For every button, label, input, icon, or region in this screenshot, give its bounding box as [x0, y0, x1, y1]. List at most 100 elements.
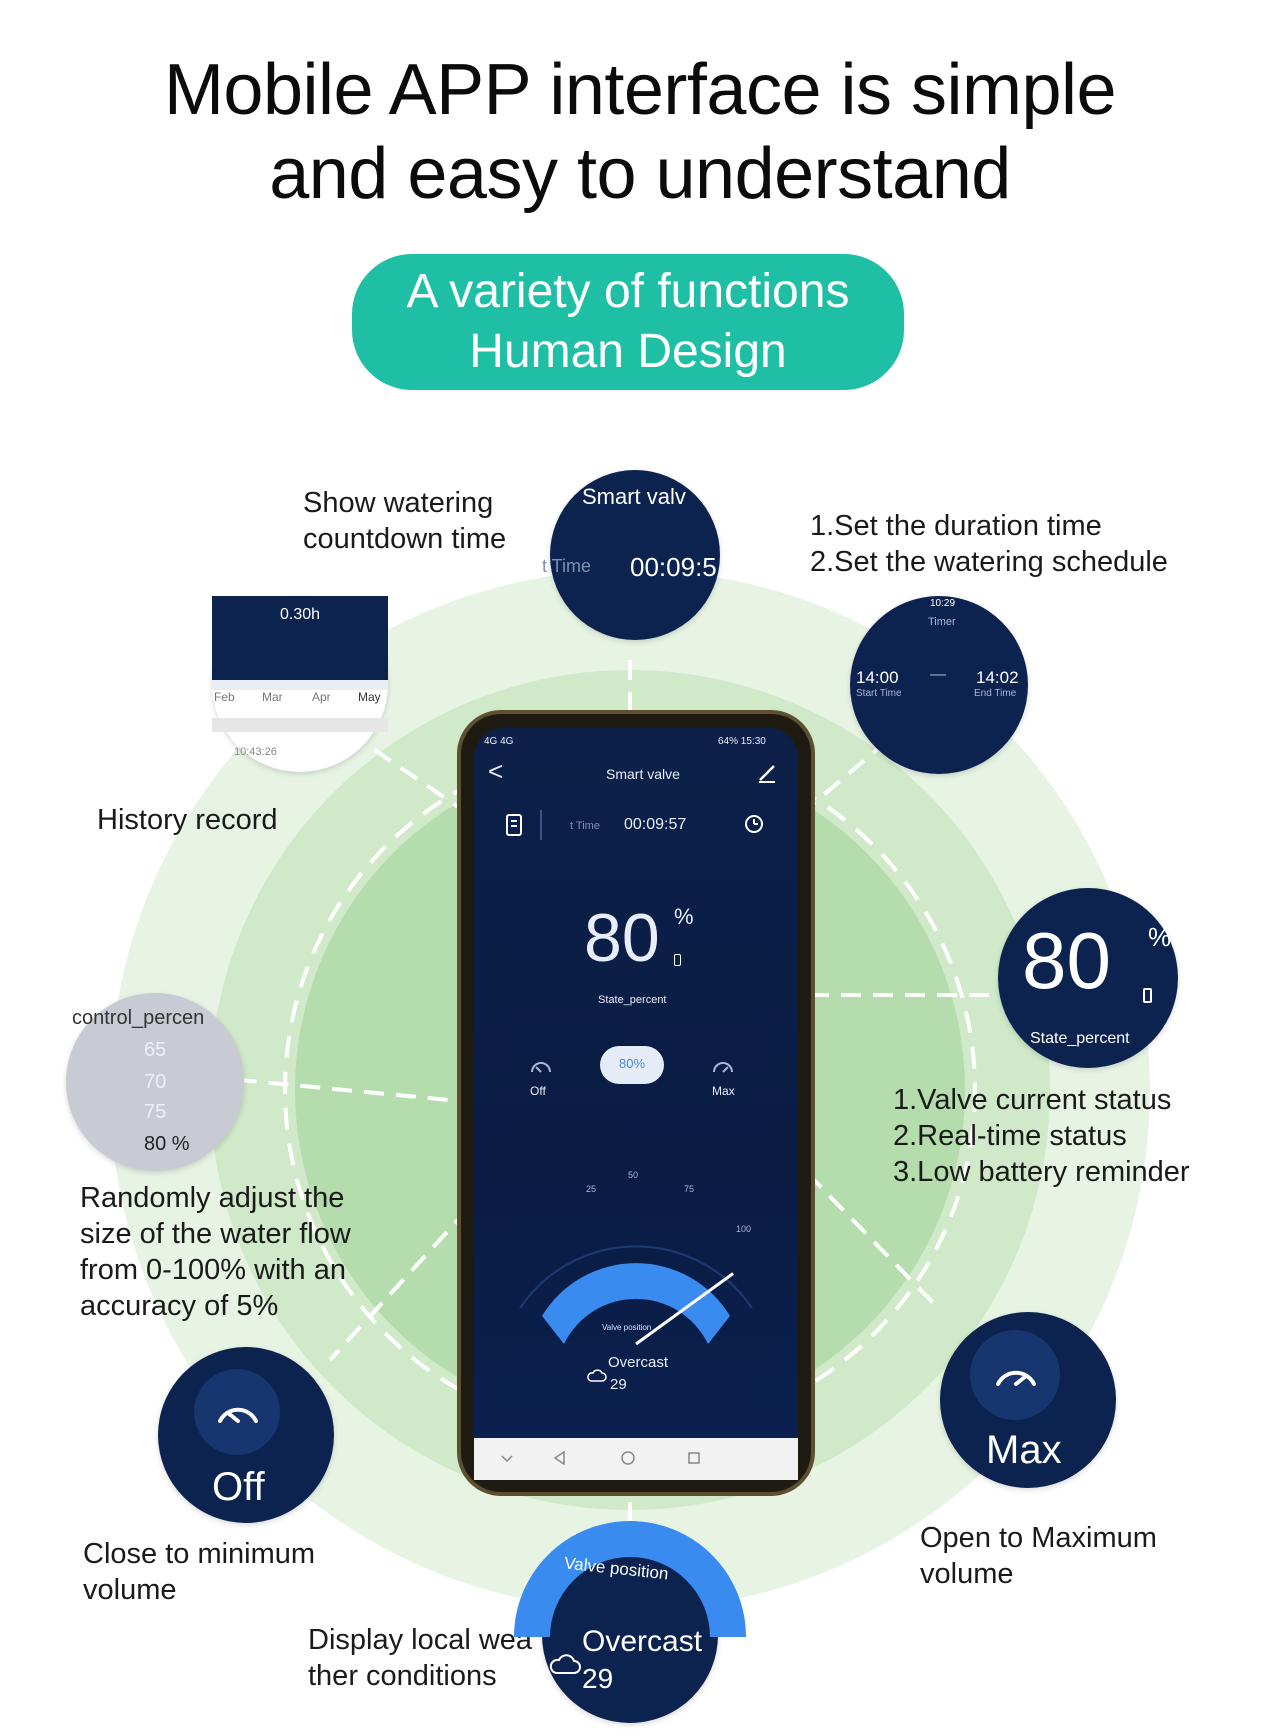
control-option-80[interactable]: 80 % — [144, 1133, 190, 1155]
control-option-70[interactable]: 70 — [144, 1071, 167, 1093]
countdown-bubble-time-label: t Time — [542, 556, 592, 576]
percent-bubble-unit: % — [1148, 922, 1172, 952]
label-flow-line-1: Randomly adjust the — [80, 1182, 345, 1214]
gauge-fill — [542, 1263, 730, 1344]
timer-end-time: 14:02 — [976, 668, 1019, 687]
label-countdown-line-1: Show watering — [303, 487, 494, 519]
history-month-3: Apr — [312, 690, 331, 704]
app-title: Smart valve — [606, 766, 680, 782]
phone-battery-icon — [674, 954, 681, 966]
label-open-line-1: Open to Maximum — [920, 1522, 1157, 1554]
timer-top: 10:29 — [930, 598, 956, 609]
label-schedule-line-2: 2.Set the watering schedule — [810, 546, 1168, 578]
gauge-tick-25: 25 — [586, 1184, 596, 1194]
nav-recents-icon[interactable] — [686, 1450, 702, 1466]
bubble-countdown: Smart valv t Time 00:09:5 — [542, 470, 720, 640]
percent-bubble-value: 80 — [1022, 916, 1111, 1005]
phone-weather-temp: 29 — [610, 1376, 627, 1393]
label-weather-line-2: ther conditions — [308, 1660, 497, 1692]
bubble-weather: Valve position Overcast 29 — [514, 1521, 746, 1723]
status-bar-right: 64% 15:30 — [718, 736, 766, 747]
label-weather-line-1: Display local wea — [308, 1624, 533, 1656]
label-schedule: 1.Set the duration time 2.Set the wateri… — [810, 508, 1168, 580]
history-month-2: Mar — [262, 690, 283, 704]
flow-selector-button[interactable]: 80% — [600, 1046, 664, 1084]
label-status: 1.Valve current status 2.Real-time statu… — [893, 1082, 1190, 1190]
weather-condition: Overcast — [582, 1625, 703, 1658]
gauge-tick-100: 100 — [736, 1224, 751, 1234]
label-weather: Display local wea ther conditions — [308, 1622, 532, 1694]
feature-pill: A variety of functions Human Design — [352, 254, 904, 390]
label-flow-line-2: size of the water flow — [80, 1218, 351, 1250]
edit-icon[interactable] — [756, 762, 778, 784]
state-percent-value: 80 — [584, 900, 660, 976]
history-value: 0.30h — [280, 606, 321, 623]
control-option-75[interactable]: 75 — [144, 1101, 167, 1123]
bubble-control: control_percen 65 70 75 80 % — [66, 993, 244, 1171]
headline-line-1: Mobile APP interface is simple — [163, 50, 1117, 130]
label-flow-line-4: accuracy of 5% — [80, 1290, 279, 1322]
max-label: Max — [712, 1084, 735, 1098]
countdown-value: 00:09:57 — [624, 816, 687, 833]
percent-bubble-label: State_percent — [1030, 1030, 1130, 1047]
pill-line-2: Human Design — [469, 325, 787, 378]
history-divider — [212, 680, 388, 690]
label-open-line-2: volume — [920, 1558, 1014, 1590]
gauge-needle — [635, 1272, 734, 1346]
history-chart-header — [212, 596, 388, 680]
label-status-line-3: 3.Low battery reminder — [893, 1156, 1190, 1188]
timer-dash: — — [930, 666, 946, 683]
headline-line-2: and easy to understand — [269, 134, 1011, 214]
state-percent-unit: % — [674, 904, 694, 929]
countdown-label: t Time — [570, 820, 600, 832]
nav-home-icon[interactable] — [620, 1450, 636, 1466]
flow-selector-value: 80% — [618, 1056, 646, 1071]
max-icon[interactable] — [710, 1056, 736, 1078]
phone-weather-condition: Overcast — [608, 1354, 669, 1371]
label-history: History record — [97, 804, 278, 836]
bubble-max: Max — [940, 1312, 1116, 1488]
timer-start-time: 14:00 — [856, 668, 899, 687]
label-countdown-line-2: countdown time — [303, 523, 507, 555]
history-month-1: Feb — [214, 690, 235, 704]
label-open: Open to Maximum volume — [920, 1520, 1157, 1592]
android-nav-bar — [474, 1438, 798, 1480]
timer-start-label: Start Time — [856, 688, 902, 699]
battery-icon — [1143, 988, 1152, 1003]
label-close-line-2: volume — [83, 1574, 177, 1606]
off-bubble-label: Off — [212, 1465, 265, 1509]
status-bar-left: 4G 4G — [484, 736, 514, 747]
history-bar — [212, 718, 388, 732]
phone-screen: 4G 4G 64% 15:30 < Smart valve t Time 00:… — [474, 728, 798, 1480]
bubble-percent: 80 % State_percent — [998, 888, 1178, 1068]
countdown-bubble-title: Smart valv — [582, 484, 686, 509]
bubble-history: 0.30h Feb Mar Apr May 10:43:26 — [212, 596, 388, 772]
gauge-min-icon — [218, 1407, 258, 1423]
off-button-bg — [194, 1369, 280, 1455]
label-close: Close to minimum volume — [83, 1536, 315, 1608]
bubble-off: Off — [158, 1347, 334, 1523]
max-bubble-label: Max — [986, 1428, 1062, 1472]
state-label: State_percent — [598, 994, 667, 1006]
nav-back-icon[interactable] — [552, 1450, 568, 1466]
history-icon[interactable] — [504, 812, 526, 838]
toolbar-divider — [540, 810, 542, 840]
back-button[interactable]: < — [488, 756, 504, 786]
label-status-line-2: 2.Real-time status — [893, 1120, 1127, 1152]
pill-line-1: A variety of functions — [406, 265, 850, 318]
off-icon[interactable] — [528, 1056, 554, 1078]
history-month-4: May — [358, 690, 381, 704]
label-flow: Randomly adjust the size of the water fl… — [80, 1180, 351, 1324]
gauge-label: Valve position — [602, 1323, 651, 1332]
phone-frame: 4G 4G 64% 15:30 < Smart valve t Time 00:… — [457, 710, 815, 1496]
cloud-icon — [549, 1654, 581, 1674]
valve-gauge: 25 50 75 100 Valve position — [519, 1170, 753, 1346]
headline: Mobile APP interface is simple and easy … — [0, 48, 1280, 216]
gauge-tick-75: 75 — [684, 1184, 694, 1194]
bubble-timer: 10:29 Timer 14:00 Start Time — 14:02 End… — [850, 596, 1028, 774]
nav-down-icon[interactable] — [500, 1452, 514, 1466]
label-status-line-1: 1.Valve current status — [893, 1084, 1172, 1116]
gauge-tick-50: 50 — [628, 1170, 638, 1180]
clock-icon[interactable] — [742, 812, 766, 836]
control-option-65[interactable]: 65 — [144, 1039, 167, 1061]
